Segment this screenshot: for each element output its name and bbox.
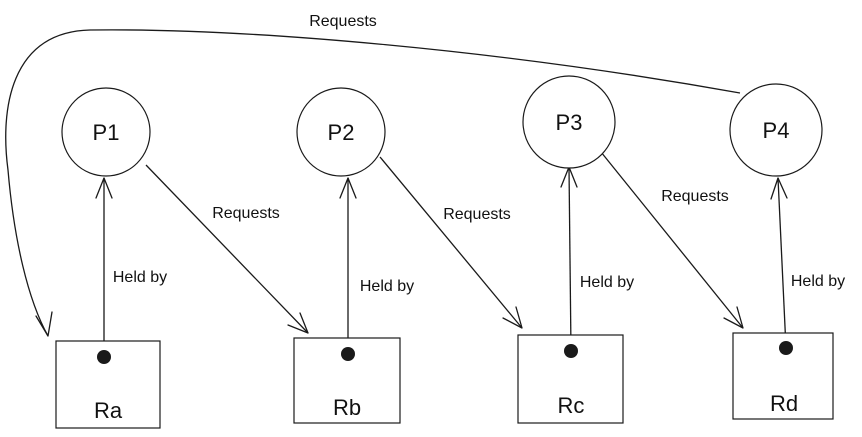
resource-node-rd: Rd (732, 332, 834, 420)
resource-instance-dot (341, 347, 355, 361)
resource-label-ra: Ra (94, 398, 123, 423)
resource-label-rc: Rc (558, 393, 585, 418)
edge-p3-requests-rd (600, 151, 744, 329)
resource-label-rb: Rb (333, 395, 361, 420)
edge-p2-requests-rc (379, 156, 523, 329)
resource-instance-dot (779, 341, 793, 355)
process-node-p3: P3 (522, 75, 616, 169)
edge-label-p2-requests-rc: Requests (443, 206, 511, 223)
resource-instance-dot (564, 344, 578, 358)
edge-rd-held-by-p4 (770, 177, 788, 349)
resource-node-ra: Ra (55, 340, 161, 429)
edge-label-rd-held-by-p4: Held by (791, 273, 845, 290)
edge-rb-held-by-p2 (339, 177, 357, 354)
process-node-p2: P2 (296, 87, 386, 177)
edge-label-rc-held-by-p3: Held by (580, 274, 634, 291)
process-node-p1: P1 (61, 87, 151, 177)
edge-label-p3-requests-rd: Requests (661, 188, 729, 205)
resource-instance-dot (97, 350, 111, 364)
edge-label-ra-held-by-p1: Held by (113, 269, 167, 286)
resource-label-rd: Rd (770, 391, 798, 416)
edge-label-p4-requests-ra: Requests (309, 13, 377, 30)
process-node-p4: P4 (729, 83, 823, 177)
edge-label-p1-requests-rb: Requests (212, 205, 280, 222)
process-label-p1: P1 (93, 120, 120, 145)
edge-p1-requests-rb (145, 164, 309, 334)
edge-ra-held-by-p1 (95, 177, 113, 356)
resource-node-rc: Rc (517, 334, 624, 424)
process-label-p4: P4 (763, 118, 790, 143)
edge-rc-held-by-p3 (560, 166, 578, 352)
edge-label-rb-held-by-p2: Held by (360, 278, 414, 295)
edge-p4-requests-ra (5, 29, 741, 337)
resource-node-rb: Rb (293, 337, 401, 424)
process-label-p2: P2 (328, 120, 355, 145)
process-label-p3: P3 (556, 110, 583, 135)
